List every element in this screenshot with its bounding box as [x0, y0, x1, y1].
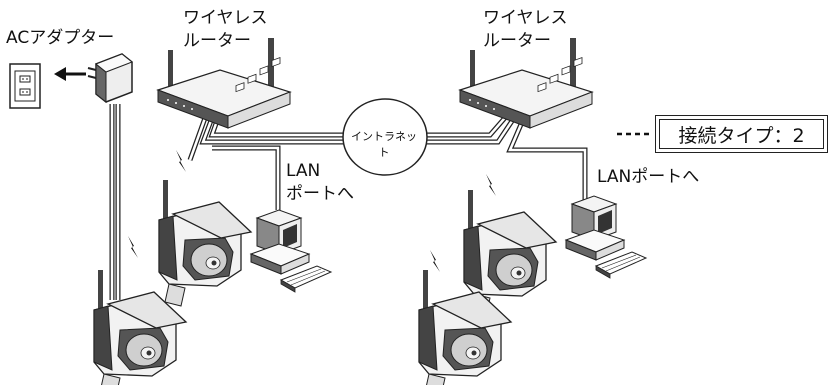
- cables: [109, 104, 588, 300]
- wireless-signal-icon: [176, 150, 186, 172]
- lan-right-label: LANポートへ: [597, 167, 700, 187]
- router-left-label-line2: ルーター: [183, 31, 251, 51]
- ac-adapter-icon: [87, 53, 133, 104]
- wireless-signal-icon: [128, 236, 138, 258]
- computer-icon: [565, 195, 647, 279]
- router-left-label-line1: ワイヤレス: [183, 8, 268, 28]
- lan-left-label-line1: LAN: [286, 161, 321, 181]
- wireless-signal-icon: [486, 174, 496, 196]
- lan-left-label-line2: ポートへ: [286, 184, 354, 204]
- connection-type-box: 接続タイプ：2: [655, 115, 828, 153]
- power-outlet-icon: [9, 63, 41, 109]
- router-icon: [459, 37, 593, 129]
- wireless-signal-icon: [430, 250, 440, 272]
- router-right-label-line1: ワイヤレス: [483, 8, 568, 28]
- router-icon: [157, 37, 291, 129]
- connection-type-label: 接続タイプ：2: [659, 119, 824, 149]
- intranet-label: イントラネット: [351, 130, 417, 159]
- intranet-cloud: [342, 98, 428, 176]
- network-camera-icon: [158, 179, 252, 307]
- arrow-left-icon: [54, 67, 86, 81]
- ac-adapter-label: ACアダプター: [6, 28, 115, 48]
- router-right-label-line2: ルーター: [483, 31, 551, 51]
- computer-icon: [250, 209, 332, 293]
